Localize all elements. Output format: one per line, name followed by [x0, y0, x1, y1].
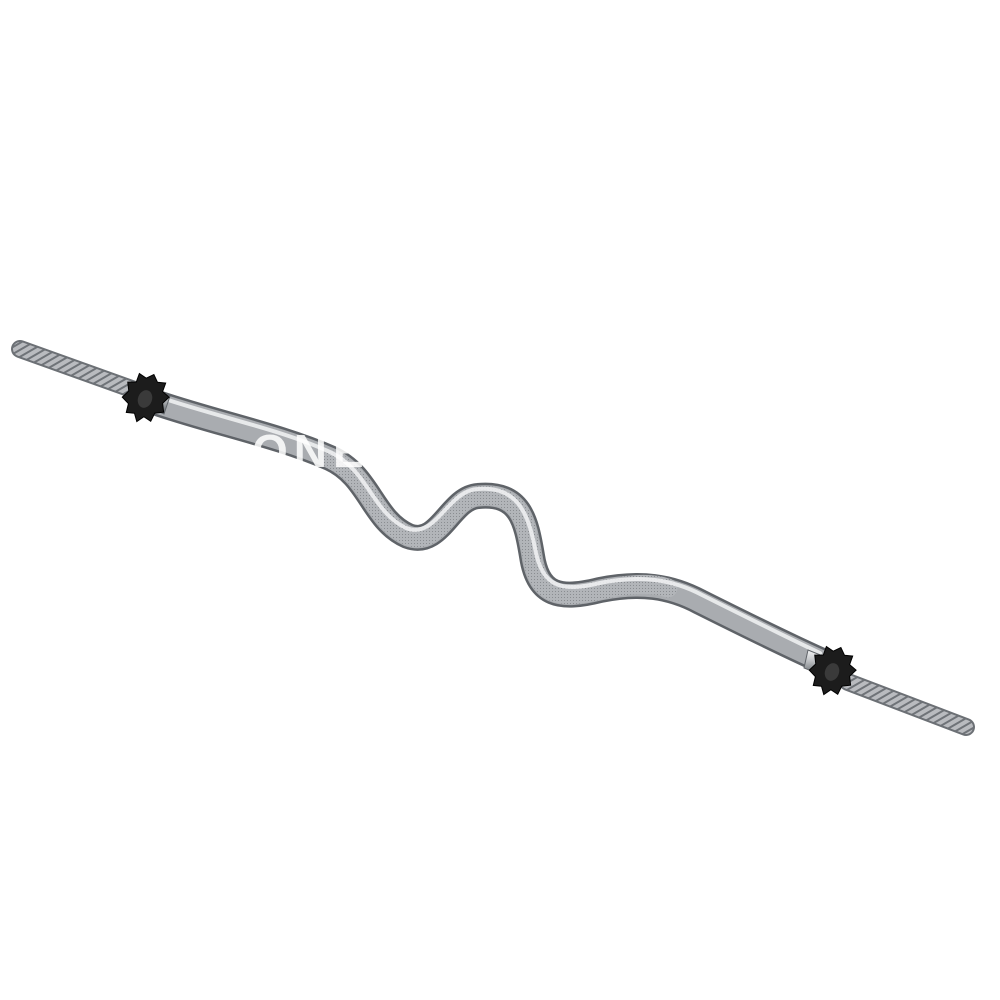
- left-threaded-sleeve: [11, 340, 149, 401]
- right-star-collar: [808, 645, 857, 696]
- left-star-collar: [121, 372, 170, 423]
- curl-bar-shaft: [147, 391, 833, 673]
- right-threaded-sleeve: [839, 673, 975, 736]
